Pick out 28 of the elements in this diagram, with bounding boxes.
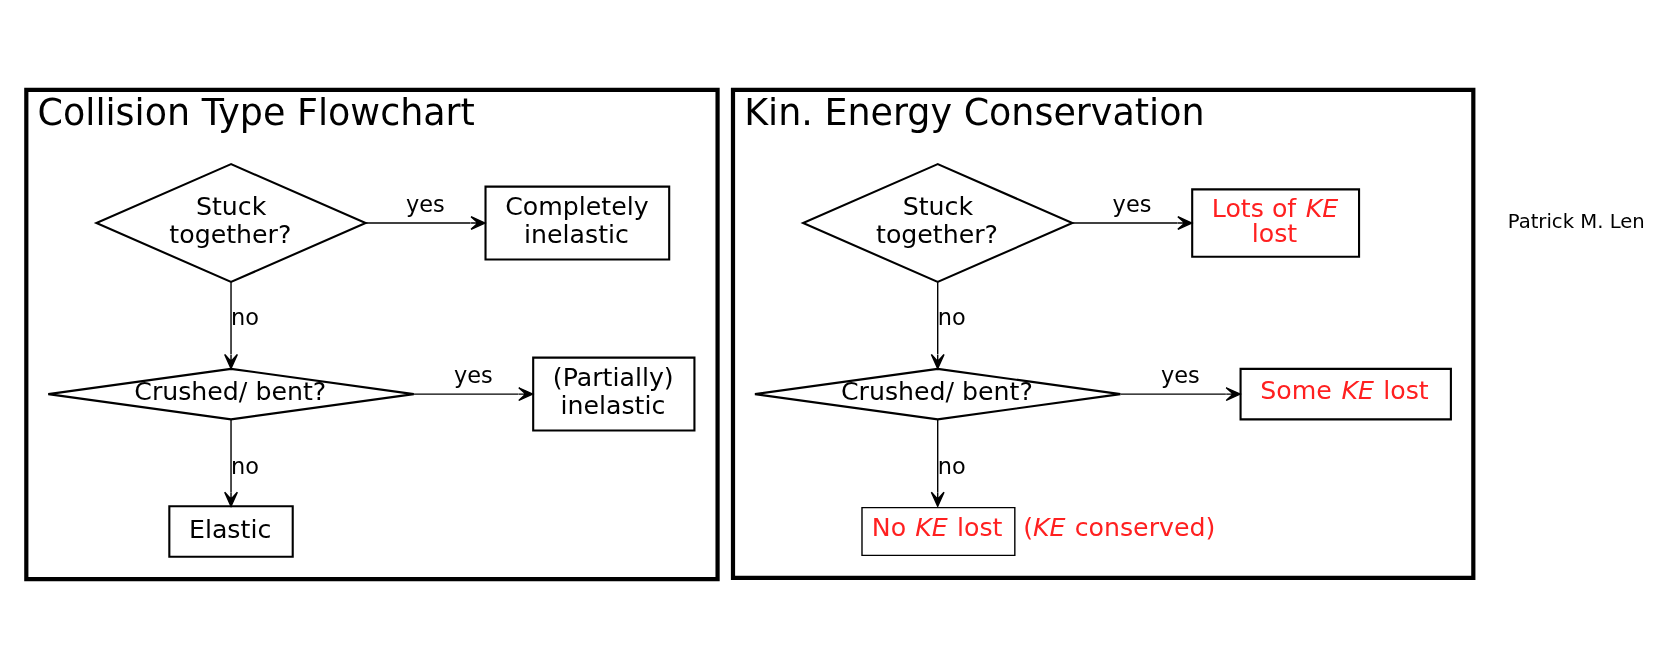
edge-label: no (231, 452, 259, 479)
arrow (930, 281, 945, 369)
node-diamond: Stuck together? (800, 162, 1075, 283)
arrow (224, 281, 239, 369)
node-box: Elastic (168, 504, 294, 558)
arrow (365, 215, 486, 230)
arrow (224, 418, 239, 507)
node-box: Some KE lost (1239, 367, 1452, 420)
node-box: (Partially) inelastic (532, 356, 696, 432)
node-box: Completely inelastic (484, 185, 671, 261)
node-diamond: Crushed/ bent? (47, 367, 415, 420)
node-box: No KE lost (861, 506, 1016, 556)
edge-label: no (937, 452, 966, 479)
arrow (1120, 386, 1241, 401)
edge-label: yes (453, 361, 493, 388)
arrow (1072, 215, 1193, 230)
arrow (930, 418, 945, 507)
node-box: Lots of KE lost (1191, 187, 1361, 258)
node-diamond: Stuck together? (93, 162, 369, 283)
edge-label: no (231, 303, 259, 330)
edge-label: yes (1112, 190, 1152, 217)
node-label: (KE conserved) (1023, 512, 1216, 542)
edge-label: yes (1160, 361, 1200, 388)
edge-label: yes (405, 190, 445, 217)
edge-label: no (937, 303, 966, 330)
label: Patrick M. Len (1507, 209, 1645, 233)
node-diamond: Crushed/ bent? (753, 367, 1122, 420)
arrow (413, 386, 534, 401)
